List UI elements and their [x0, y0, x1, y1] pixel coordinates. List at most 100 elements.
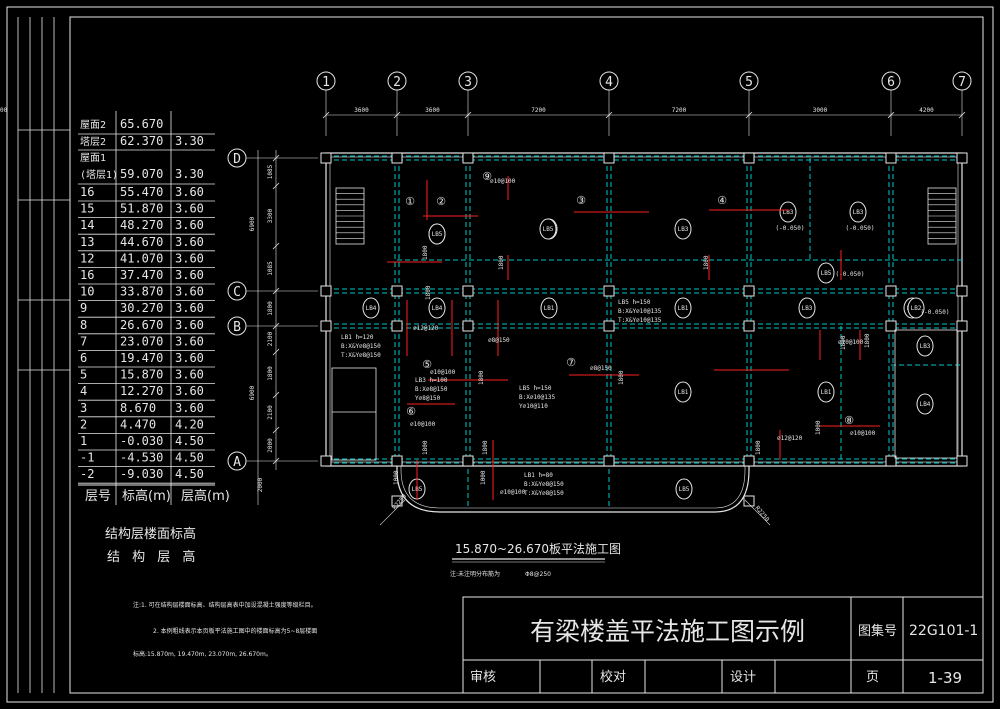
slab-label: LB2	[911, 305, 922, 312]
table-elev-cell: 41.070	[120, 251, 163, 265]
dim-text-left: 2100	[267, 405, 274, 420]
dim-text-top: 3600	[354, 107, 369, 114]
table-floor-cell: 5	[80, 368, 87, 382]
slab-label-circle	[674, 381, 692, 403]
design-label: 设计	[730, 670, 756, 685]
dim-text-top: 4200	[919, 107, 934, 114]
column	[462, 152, 474, 164]
slab-elevation-note: (-0.050)	[921, 309, 950, 316]
note-line-3: 标高:15.870m, 19.470m, 23.070m, 26.670m。	[133, 650, 272, 658]
table-elev-cell: 65.670	[120, 117, 163, 131]
dim-text-left: 1800	[267, 366, 274, 381]
column	[320, 152, 332, 164]
dim-text-left: 1800	[267, 301, 274, 316]
axis-label-top: 3	[464, 75, 472, 90]
rebar-spec: ⌀10@100	[500, 489, 526, 496]
column	[743, 152, 755, 164]
floor-plan: LB1LB2LB3LB3LB3LB5LB4LB4LB1LB1LB3LB3LB3L…	[320, 152, 968, 526]
slab-label-circle	[362, 297, 380, 319]
slab-label: LB1	[544, 305, 555, 312]
slab-label-circle	[849, 201, 867, 223]
table-floor-cell: 13	[80, 235, 94, 249]
table-elev-cell: 51.870	[120, 202, 163, 216]
dim-tick	[272, 348, 280, 356]
rebar-spec: ⌀12@120	[777, 435, 803, 442]
slab-spec-text: Y⌀8@150	[415, 395, 441, 402]
rebar-mark: ⑤	[422, 358, 432, 371]
column	[320, 320, 332, 332]
dim-tick	[272, 154, 280, 162]
column	[956, 455, 968, 467]
table-height-cell: 3.60	[175, 384, 204, 398]
table-floor-cell: 16	[80, 268, 94, 282]
table-height-cell: 3.60	[175, 351, 204, 365]
rebar-mark: ③	[576, 194, 586, 207]
column	[320, 285, 332, 297]
table-elev-cell: 37.470	[120, 268, 163, 282]
rebar-mark: ⑦	[566, 356, 576, 369]
slab-label: LB3	[678, 226, 689, 233]
slab-elevation-note: (-0.050)	[836, 271, 865, 278]
table-height-cell: 3.60	[175, 202, 204, 216]
axis-label-top: 2	[393, 75, 401, 90]
room-outline	[894, 329, 958, 459]
slab-label-circle	[817, 381, 835, 403]
slab-label: LB5	[432, 231, 443, 238]
dim-text-left-overall: 2000	[257, 477, 264, 492]
arc-leader	[379, 499, 406, 526]
inner-wall	[329, 156, 959, 463]
column	[603, 285, 615, 297]
rebar-length: 1800	[840, 335, 847, 350]
slab-label: LB3	[783, 209, 794, 216]
slab-label: LB3	[920, 343, 931, 350]
slab-label: LB5	[679, 486, 690, 493]
table-floor-cell: 12	[80, 251, 94, 265]
slab-label-circle	[907, 297, 925, 319]
note-line-2: 2. 本例粗线表示本页板平法施工图中的楼面标高为5~8层楼面	[153, 627, 317, 635]
table-elev-cell: 12.270	[120, 384, 163, 398]
slab-spec-text: LB1 h=120	[341, 334, 374, 341]
rebar-length: 1800	[482, 440, 489, 455]
note-line-1: 注:1. 可在结构层楼面标高、结构层高表中加设混凝土强度等级栏目。	[133, 601, 317, 609]
slab-spec-text: B:X&Y⌀8@150	[524, 481, 564, 488]
column	[391, 455, 403, 467]
table-elev-cell: 59.070	[120, 167, 163, 181]
slab-label-circle	[779, 201, 797, 223]
table-height-cell: 3.60	[175, 251, 204, 265]
table-floor-cell: -2	[80, 467, 94, 481]
axis-label-top: 4	[605, 75, 613, 90]
rebar-spec: ⌀10@100	[850, 430, 876, 437]
dim-text-top: 3600	[425, 107, 440, 114]
table-height-cell: 3.60	[175, 218, 204, 232]
table-elev-cell: 33.870	[120, 285, 163, 299]
column	[885, 152, 897, 164]
table-height-cell: 3.60	[175, 285, 204, 299]
column	[885, 285, 897, 297]
column	[743, 285, 755, 297]
table-floor-cell: 1	[80, 434, 87, 448]
column	[743, 495, 755, 507]
table-height-cell: 3.60	[175, 318, 204, 332]
table-elev-cell: 55.470	[120, 185, 163, 199]
table-height-cell: 3.60	[175, 185, 204, 199]
column	[391, 495, 403, 507]
slab-label: LB3	[853, 209, 864, 216]
axis-label-left: D	[233, 152, 241, 167]
column	[391, 320, 403, 332]
axis-label-top: 1	[322, 75, 330, 90]
table-height-cell: 3.60	[175, 334, 204, 348]
table-floor-cell: 屋面2	[80, 119, 106, 131]
table-height-cell: 3.60	[175, 301, 204, 315]
elevation-caption-2: 结 构 层 高	[107, 549, 199, 565]
plan-note-value: Φ8@250	[525, 571, 551, 578]
slab-spec-text: Y⌀10@110	[519, 403, 548, 410]
table-floor-cell: 6	[80, 351, 87, 365]
table-height-cell: 3.60	[175, 268, 204, 282]
check-label: 校对	[600, 669, 626, 685]
slab-label-circle	[916, 335, 934, 357]
slab-spec-text: T:X&Y⌀8@150	[341, 352, 381, 359]
dim-tick	[272, 322, 280, 330]
rebar-length: 1800	[755, 440, 762, 455]
